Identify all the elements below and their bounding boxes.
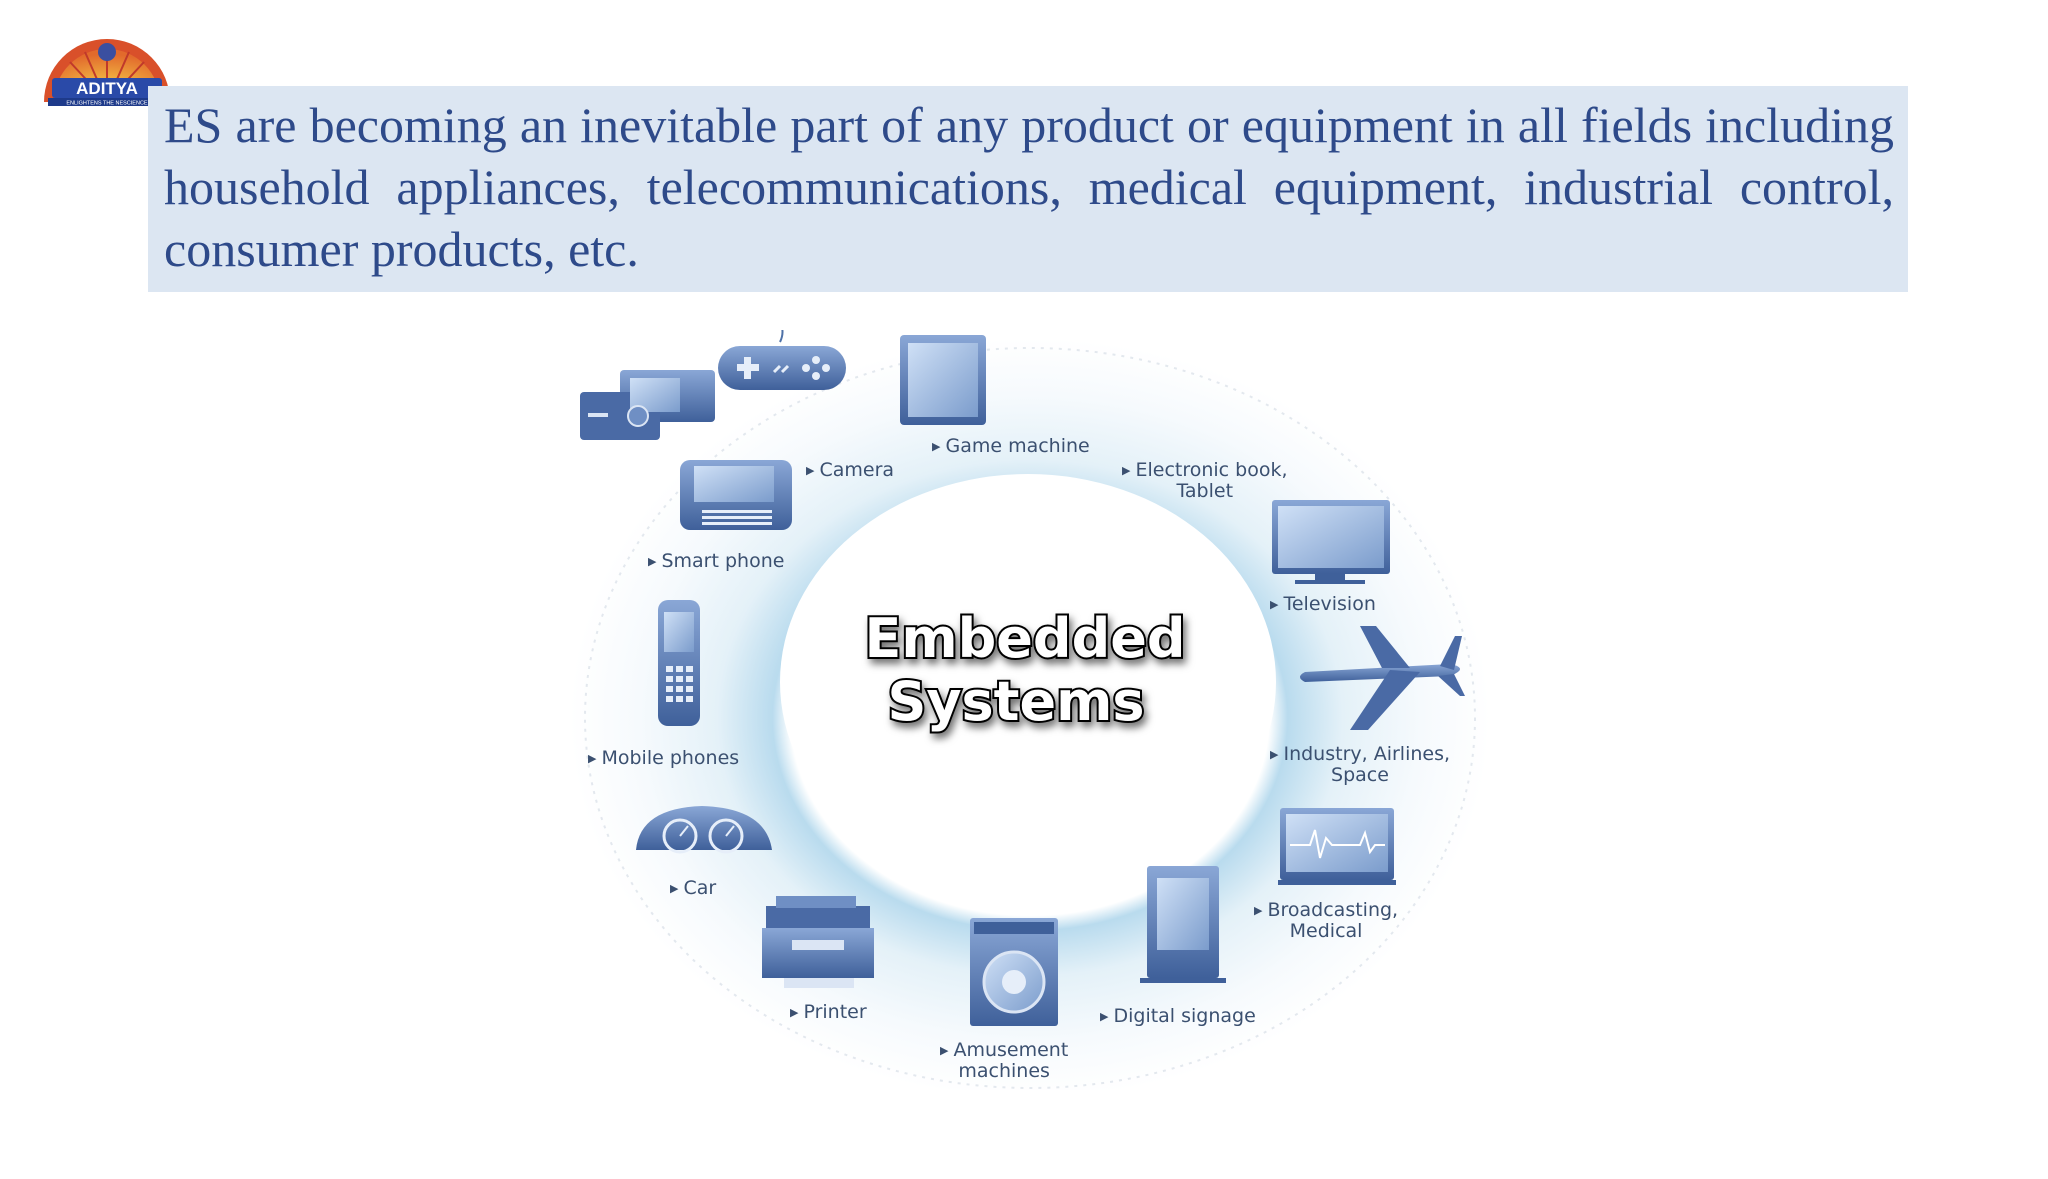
airplane-icon <box>1300 626 1465 730</box>
camera-icon <box>580 370 715 440</box>
tablet-icon <box>900 335 986 425</box>
television-icon <box>1272 500 1390 584</box>
smartphone-icon <box>680 460 792 530</box>
diagram-canvas: Embedded Systems <box>570 330 1490 1090</box>
intro-callout: ES are becoming an inevitable part of an… <box>148 86 1908 292</box>
svg-text:Systems: Systems <box>887 670 1144 733</box>
printer-icon <box>762 896 874 988</box>
label-smart-phone: ▶Smart phone <box>648 550 785 572</box>
label-printer: ▶Printer <box>790 1001 867 1023</box>
label-electronic-book: ▶Electronic book,Tablet <box>1122 459 1288 502</box>
embedded-systems-diagram: Embedded Systems ▶Camera ▶Game machine ▶… <box>570 330 1490 1090</box>
digital-signage-icon <box>1140 866 1226 983</box>
medical-monitor-icon <box>1278 808 1396 885</box>
label-industry-airlines: ▶Industry, Airlines,Space <box>1270 743 1451 786</box>
mobile-phone-icon <box>658 600 700 726</box>
label-broadcasting-medical: ▶Broadcasting,Medical <box>1254 899 1399 942</box>
amusement-machine-icon <box>970 918 1058 1026</box>
body-paragraph: ES are becoming an inevitable part of an… <box>164 97 1894 277</box>
center-title: Embedded Systems <box>862 605 1187 735</box>
label-mobile-phones: ▶Mobile phones <box>588 747 740 769</box>
label-car: ▶Car <box>670 877 717 899</box>
gamepad-icon <box>718 330 846 390</box>
svg-text:ENLIGHTENS THE NESCIENCE: ENLIGHTENS THE NESCIENCE <box>66 101 148 107</box>
car-dashboard-icon <box>636 806 772 854</box>
label-digital-signage: ▶Digital signage <box>1100 1005 1256 1027</box>
svg-text:ADITYA: ADITYA <box>76 79 138 98</box>
label-game-machine: ▶Game machine <box>932 435 1090 457</box>
aditya-logo: ADITYA ENLIGHTENS THE NESCIENCE <box>44 39 170 107</box>
svg-text:Embedded: Embedded <box>864 607 1185 670</box>
label-camera: ▶Camera <box>806 459 895 481</box>
label-television: ▶Television <box>1270 593 1376 615</box>
